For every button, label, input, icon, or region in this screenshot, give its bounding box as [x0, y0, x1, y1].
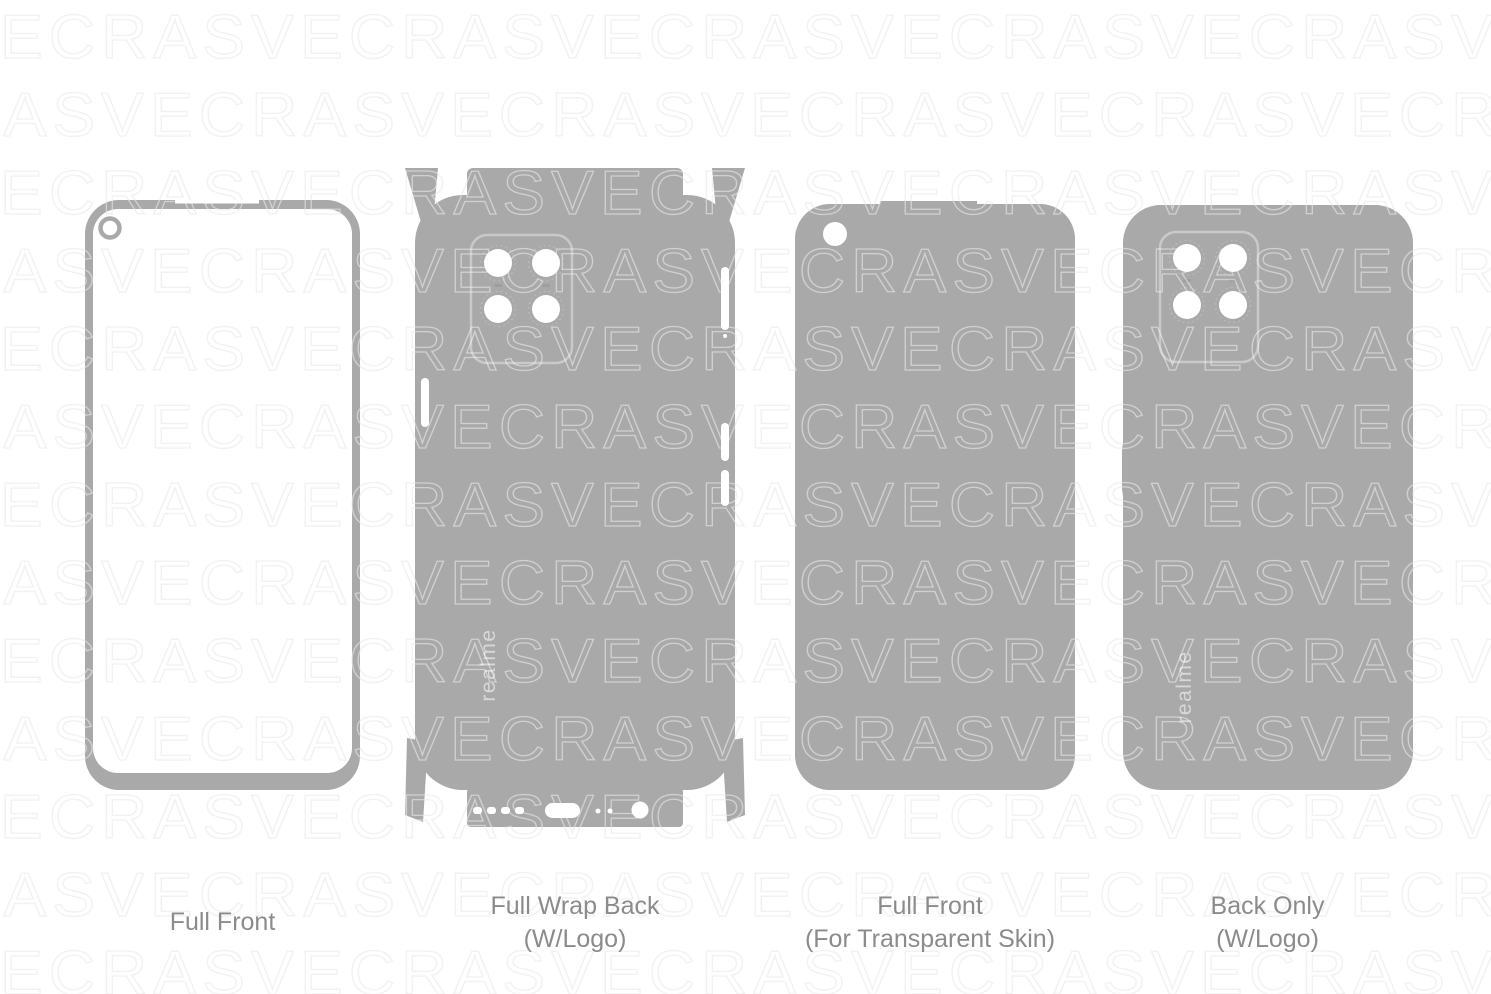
label-line2: (W/Logo) — [1216, 925, 1319, 953]
camera-lens-cutout — [1219, 244, 1247, 272]
island-mark — [1229, 279, 1237, 282]
back-solid-body — [1123, 205, 1413, 790]
sim-tray-slot — [421, 378, 429, 427]
front-camera-hole-icon — [98, 216, 122, 240]
power-button-slot — [721, 267, 729, 330]
wrap-body — [405, 168, 745, 827]
volume-down-slot — [721, 470, 729, 506]
headphone-jack-cutout — [631, 801, 649, 819]
earpiece-notch-step — [175, 200, 259, 204]
side-pin-hole — [723, 334, 727, 338]
template-full-wrap-back: realme — [405, 168, 745, 827]
back-body — [415, 195, 735, 790]
island-mark — [494, 284, 502, 287]
volume-up-slot — [721, 423, 729, 461]
template-full-front — [85, 200, 360, 790]
island-mark — [1183, 279, 1191, 282]
template-label-full-front-transparent: Full Front (For Transparent Skin) — [765, 890, 1095, 956]
template-label-full-front: Full Front — [85, 906, 360, 939]
speaker-hole — [473, 807, 482, 814]
speaker-hole — [501, 807, 510, 814]
camera-lens-cutout — [532, 249, 560, 277]
template-back-only: realme — [1122, 205, 1413, 790]
label-line1: Full Front — [877, 892, 983, 920]
front-camera-hole-icon — [823, 222, 847, 246]
front-outline-frame — [85, 200, 360, 790]
side-edge-bump — [1122, 437, 1130, 501]
camera-lens-cutout — [1219, 291, 1247, 319]
realme-logo: realme — [477, 628, 500, 701]
usb-port-cutout — [545, 803, 580, 818]
label-line2: (For Transparent Skin) — [804, 925, 1056, 953]
camera-lens-cutout — [532, 295, 560, 323]
template-full-front-transparent — [795, 201, 1075, 790]
camera-lens-cutout — [484, 295, 512, 323]
label-line2: (W/Logo) — [523, 925, 627, 953]
mic-hole — [607, 808, 613, 814]
corner-wing-bottom-right — [722, 738, 745, 822]
camera-lens-cutout — [484, 249, 512, 277]
label-line1: Full Front — [169, 908, 276, 936]
speaker-hole — [515, 807, 524, 814]
template-label-full-wrap-back: Full Wrap Back (W/Logo) — [400, 890, 750, 956]
template-label-back-only: Back Only (W/Logo) — [1110, 890, 1425, 956]
camera-lens-cutout — [1173, 291, 1201, 319]
label-line1: Full Wrap Back — [490, 892, 660, 920]
mic-hole — [595, 808, 601, 814]
corner-wing-bottom-left — [405, 738, 428, 822]
island-mark — [542, 284, 550, 287]
label-line1: Back Only — [1210, 892, 1325, 920]
camera-lens-cutout — [1173, 244, 1201, 272]
realme-logo: realme — [1173, 650, 1196, 723]
front-solid-body — [795, 201, 1075, 790]
speaker-hole — [487, 807, 496, 814]
